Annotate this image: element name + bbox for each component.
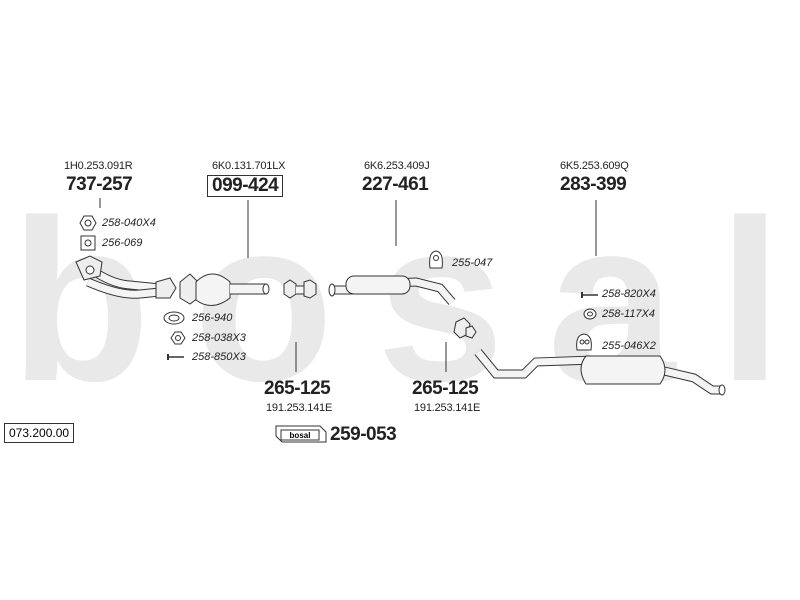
accessory-label[interactable]: 258-850X3 [192, 351, 246, 363]
rubber-hanger-icon [576, 333, 592, 351]
clamp-part-number[interactable]: 265-125 [264, 378, 331, 399]
accessory-label[interactable]: 258-117X4 [602, 308, 656, 320]
flex-coupling [283, 279, 317, 299]
part-number[interactable]: 737-257 [66, 174, 133, 195]
square-gasket-icon [80, 235, 96, 251]
part-number-highlighted[interactable]: 099-424 [207, 175, 284, 197]
part-number[interactable]: 227-461 [362, 174, 429, 195]
centre-pipe [328, 275, 456, 305]
nut-icon [79, 215, 97, 231]
oem-number: 6K6.253.409J [364, 160, 430, 172]
mounting-kit-badge: bosal [275, 425, 327, 443]
nut-icon [170, 331, 186, 345]
oem-number: 6K0.131.701LX [212, 160, 286, 172]
accessory-label[interactable]: 258-040X4 [102, 217, 156, 229]
bolt-icon [581, 292, 598, 298]
rubber-hanger-icon [429, 250, 443, 269]
bolt-icon [167, 354, 184, 360]
accessory-label[interactable]: 256-940 [192, 312, 233, 324]
mounting-kit-part-number[interactable]: 259-053 [330, 424, 397, 445]
clamp-part-number[interactable]: 265-125 [412, 378, 479, 399]
part-number[interactable]: 283-399 [560, 174, 627, 195]
accessory-label[interactable]: 255-047 [452, 257, 493, 269]
rear-pipe [474, 349, 726, 396]
accessory-label[interactable]: 256-069 [102, 237, 143, 249]
diagram-id: 073.200.00 [4, 423, 75, 443]
catalytic-converter [179, 273, 270, 306]
accessory-label[interactable]: 258-038X3 [192, 332, 246, 344]
ring-gasket-icon [583, 308, 597, 320]
accessory-label[interactable]: 258-820X4 [602, 288, 656, 300]
oem-number: 6K5.253.609Q [560, 160, 629, 172]
clamp-oem-number: 191.253.141E [266, 402, 333, 414]
ring-gasket-icon [163, 311, 185, 325]
front-pipe [75, 255, 177, 299]
badge-text: bosal [290, 431, 311, 440]
accessory-label[interactable]: 255-046X2 [602, 340, 656, 352]
clamp-oem-number: 191.253.141E [414, 402, 481, 414]
flex-coupling-2 [453, 317, 477, 339]
oem-number: 1H0.253.091R [64, 160, 133, 172]
